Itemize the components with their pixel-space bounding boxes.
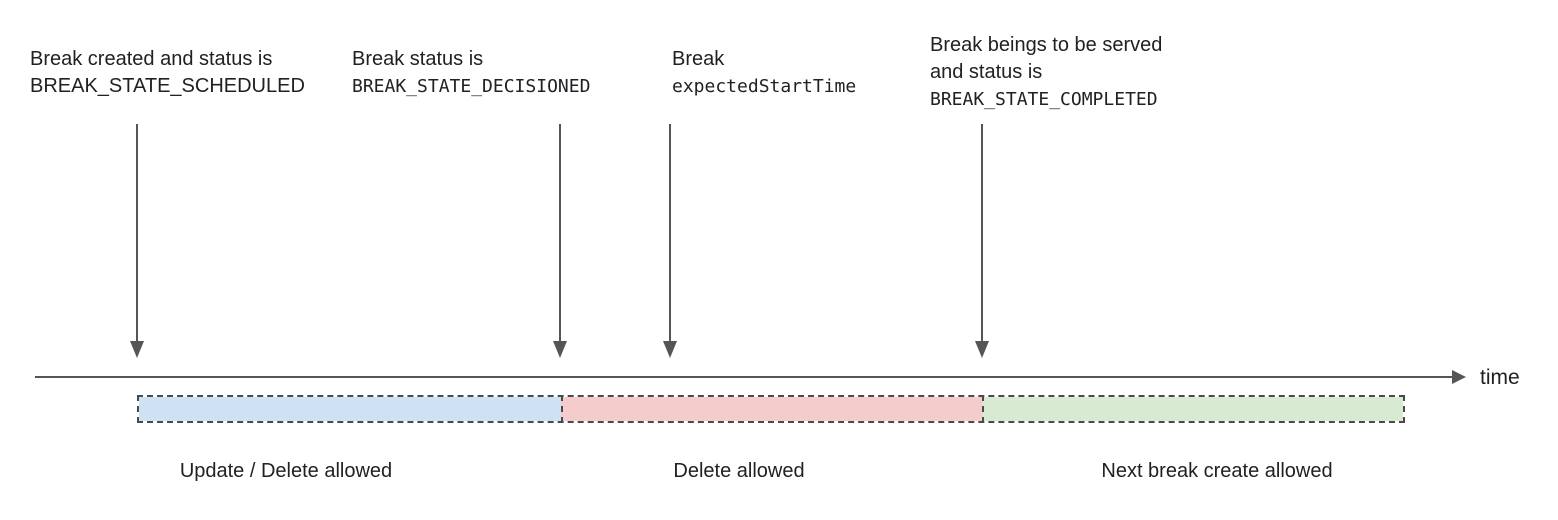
segment-update-delete-allowed [139,397,561,421]
break-state-code: BREAK_STATE_COMPLETED [930,89,1158,110]
arrow-head-icon [663,341,677,358]
time-axis [35,376,1453,378]
segment-label-delete: Delete allowed [673,460,805,482]
annotation-text: Break created and status is [30,48,273,70]
arrow-shaft [559,124,561,342]
annotation-break-decisioned: Break status is BREAK_STATE_DECISIONED [352,46,590,100]
annotation-break-scheduled: Break created and status is BREAK_STATE_… [30,46,305,100]
arrow-shaft [981,124,983,342]
segment-label-update-delete: Update / Delete allowed [179,460,393,482]
arrow-shaft [136,124,138,342]
annotation-text: Break [672,48,725,70]
time-axis-label: time [1480,366,1520,389]
expected-start-time-code: expectedStartTime [672,76,857,97]
arrow-head-icon [553,341,567,358]
segment-next-break-create-allowed [982,397,1403,421]
segment-delete-allowed [561,397,982,421]
annotation-expected-start-time: Break expectedStartTime [672,46,856,100]
segment-label-next-break: Next break create allowed [1101,460,1333,482]
arrow-head-icon [130,341,144,358]
annotation-break-completed: Break beings to be served and status is … [930,32,1162,113]
segment-divider [982,395,984,423]
annotation-text: Break status is [352,48,484,70]
segment-bar [137,395,1405,423]
annotation-text: Break beings to be served [930,34,1163,56]
arrow-head-icon [975,341,989,358]
segment-divider [561,395,563,423]
annotation-text: and status is [930,61,1043,83]
break-state-code: BREAK_STATE_SCHEDULED [30,75,305,97]
break-state-code: BREAK_STATE_DECISIONED [352,76,591,97]
arrow-shaft [669,124,671,342]
time-axis-arrow-icon [1452,370,1466,384]
